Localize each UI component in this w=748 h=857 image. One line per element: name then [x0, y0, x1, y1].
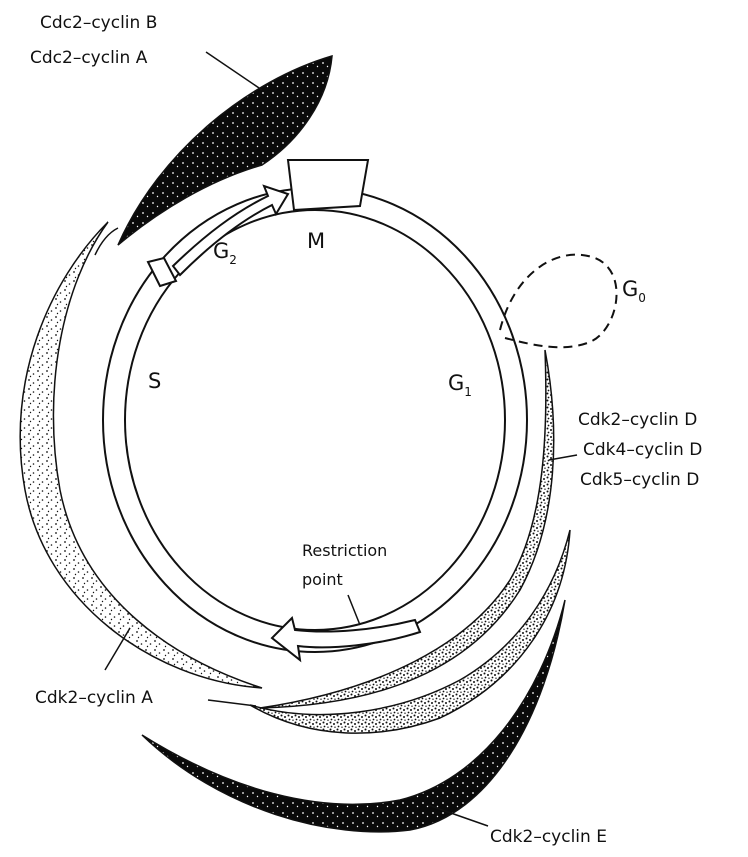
- label-g2-phase: G2: [213, 239, 237, 267]
- label-cdc2-cyclin-b: Cdc2–cyclin B: [40, 13, 157, 33]
- m-phase-block: [288, 160, 368, 210]
- label-restriction-point: Restriction: [302, 541, 387, 560]
- leader-cdk2-a-lower: [208, 700, 256, 706]
- leader-restriction: [348, 595, 360, 625]
- label-cdk4-cyclin-d: Cdk4–cyclin D: [583, 440, 702, 460]
- label-g1-phase: G1: [448, 371, 472, 399]
- label-s-phase: S: [148, 369, 161, 393]
- s-phase-block: [148, 258, 176, 286]
- label-cdk2-cyclin-e: Cdk2–cyclin E: [490, 827, 607, 847]
- label-m-phase: M: [307, 229, 325, 253]
- cdc2-cyclin-b-a-crescent: [118, 56, 332, 245]
- label-cdk2-cyclin-a: Cdk2–cyclin A: [35, 688, 153, 708]
- cdk2-cyclin-a-crescent: [20, 222, 262, 688]
- leader-cdc2: [206, 52, 262, 90]
- label-g0-phase: G0: [622, 277, 646, 305]
- g0-loop: [500, 255, 617, 348]
- label-cdk5-cyclin-d: Cdk5–cyclin D: [580, 470, 699, 490]
- label-cdk2-cyclin-d: Cdk2–cyclin D: [578, 410, 697, 430]
- label-restriction-point-2: point: [302, 570, 343, 589]
- label-cdc2-cyclin-a: Cdc2–cyclin A: [30, 48, 148, 68]
- restriction-arrow: [272, 618, 420, 660]
